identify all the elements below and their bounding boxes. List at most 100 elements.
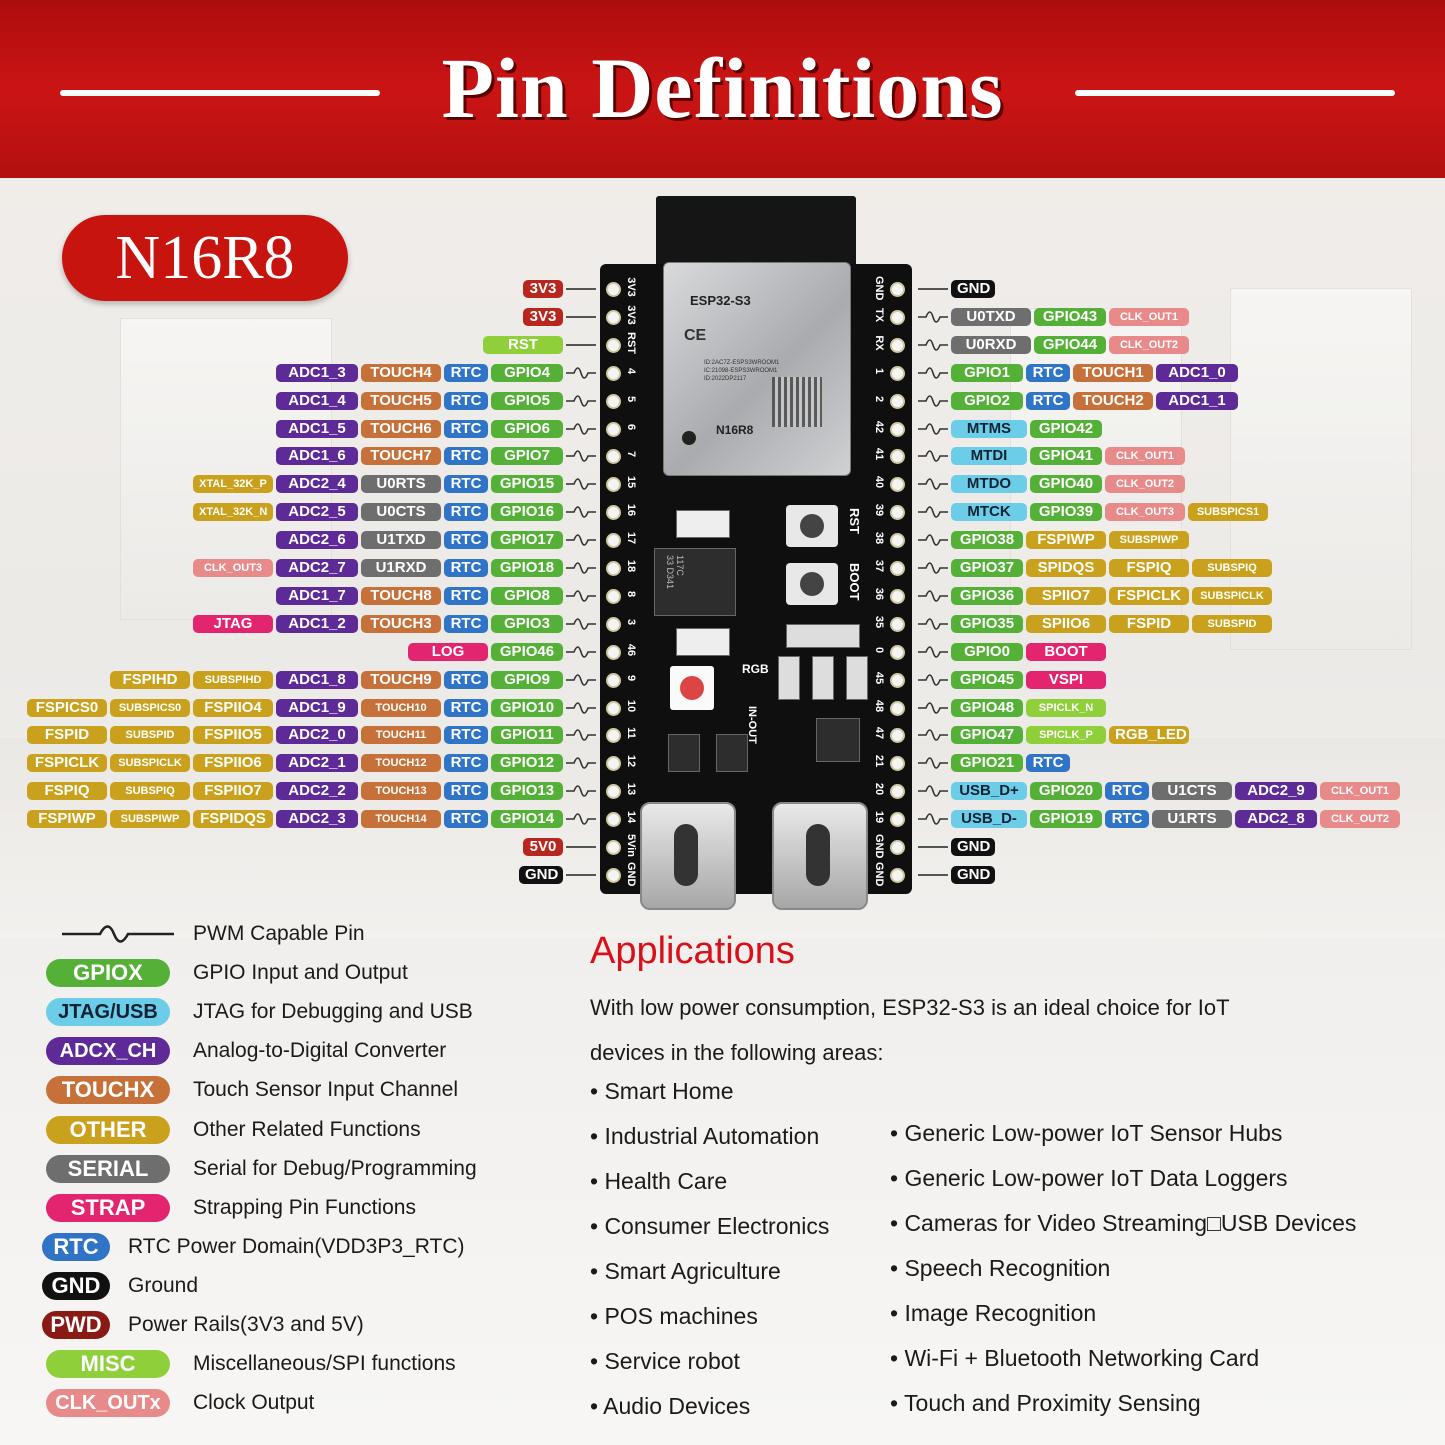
legend-swatch: PWD xyxy=(42,1311,110,1339)
other-tag: FSPIIO6 xyxy=(193,754,273,773)
header-banner: Pin Definitions xyxy=(0,0,1445,178)
gpio-tag: GPIO7 xyxy=(491,447,563,466)
other-tag: SUBSPICLK xyxy=(1192,586,1272,605)
pin-hole xyxy=(606,867,621,883)
module-name: ESP32-S3 xyxy=(690,293,751,308)
pin-hole xyxy=(890,505,905,521)
gpio-tag: GPIO19 xyxy=(1030,810,1102,829)
other-tag: RGB_LED xyxy=(1109,726,1189,745)
pwm-icon xyxy=(566,729,596,742)
left-pin-row: 3V3 xyxy=(523,307,596,327)
pwm-icon xyxy=(566,673,596,686)
gpio-tag: GPIO4 xyxy=(491,363,563,382)
pin-number: GND xyxy=(873,861,885,887)
pin-hole xyxy=(606,840,621,855)
other-tag: XTAL_32K_P xyxy=(193,475,273,494)
rtc-tag: RTC xyxy=(444,531,488,550)
pin-number: 1 xyxy=(873,367,885,374)
rtc-tag: RTC xyxy=(444,363,488,382)
pin-hole xyxy=(606,393,621,409)
legend-description: Miscellaneous/SPI functions xyxy=(193,1352,456,1376)
regulator-line: 117C xyxy=(675,555,685,576)
gpio-tag: GPIO14 xyxy=(491,810,563,829)
pin-number: 46 xyxy=(625,643,637,656)
adc-tag: ADC1_7 xyxy=(276,586,358,605)
rtc-tag: RTC xyxy=(444,419,488,438)
other-tag: FSPIQ xyxy=(1109,559,1189,577)
pin-number: 18 xyxy=(625,559,637,573)
rtc-tag: RTC xyxy=(1026,363,1070,382)
pin-lead xyxy=(918,873,948,876)
other-tag: SUBSPIHD xyxy=(193,670,273,689)
gpio-tag: GPIO3 xyxy=(491,614,563,633)
other-tag: SPIIO7 xyxy=(1026,586,1106,605)
touch-tag: TOUCH6 xyxy=(361,419,441,438)
pwr-tag: 3V3 xyxy=(523,280,563,298)
pwm-icon xyxy=(918,394,948,407)
pin-number: 0 xyxy=(873,646,885,653)
touch-tag: TOUCH9 xyxy=(361,670,441,689)
rtc-tag: RTC xyxy=(444,559,488,577)
pin-lead xyxy=(566,288,596,290)
serial-tag: U1CTS xyxy=(1152,782,1232,801)
pin-number: 47 xyxy=(873,727,885,740)
gpio-tag: GPIO11 xyxy=(491,726,563,745)
legend-swatch: TOUCHX xyxy=(46,1076,170,1105)
legend-description: Strapping Pin Functions xyxy=(193,1195,416,1219)
adc-tag: ADC1_2 xyxy=(276,614,358,633)
pwm-icon xyxy=(566,366,596,379)
other-tag: FSPIDQS xyxy=(193,810,273,829)
pin-number: 3V3 xyxy=(625,277,637,297)
usb-c-port-left[interactable] xyxy=(640,802,736,910)
application-item: • Touch and Proximity Sensing xyxy=(890,1390,1201,1416)
pin-number: 12 xyxy=(625,755,637,768)
ce-mark: CE xyxy=(684,327,707,344)
regulator-line: 33 D341 xyxy=(665,555,675,590)
right-pin-row: GND xyxy=(918,279,995,299)
usb-c-port-right[interactable] xyxy=(772,802,868,910)
pwm-icon xyxy=(566,617,596,630)
clk-tag: CLK_OUT3 xyxy=(1105,503,1185,522)
pwm-icon xyxy=(918,450,948,463)
pin-number: 6 xyxy=(625,423,637,430)
boot-button[interactable] xyxy=(786,563,838,605)
legend-description: JTAG for Debugging and USB xyxy=(193,1000,473,1024)
legend-swatch: RTC xyxy=(42,1232,110,1261)
pwm-icon xyxy=(918,729,948,742)
serial-tag: U0TXD xyxy=(951,307,1031,326)
header-rule-right xyxy=(1075,90,1395,96)
jtag-tag: USB_D+ xyxy=(951,782,1027,801)
pin-hole xyxy=(890,784,905,800)
serial-tag: U0RXD xyxy=(951,335,1031,354)
gpio-tag: GPIO45 xyxy=(951,670,1023,689)
pin-lead xyxy=(918,846,948,848)
reset-button[interactable] xyxy=(786,505,838,547)
legend-swatch: GND xyxy=(42,1271,110,1300)
silk-in-out: IN-OUT xyxy=(746,706,758,744)
jtag-tag: MTCK xyxy=(951,503,1027,522)
pin-hole xyxy=(890,756,905,772)
intro-line: With low power consumption, ESP32-S3 is … xyxy=(590,995,1230,1020)
gpio-tag: GPIO46 xyxy=(491,642,563,661)
silk-rgb: RGB xyxy=(742,662,769,676)
silk-rst: RST xyxy=(847,508,862,534)
gpio-tag: GPIO18 xyxy=(491,559,563,577)
pin-number: 8 xyxy=(625,590,637,597)
jtag-tag: MTMS xyxy=(951,419,1027,438)
smd-component xyxy=(676,628,730,656)
pin-hole xyxy=(890,867,905,883)
rtc-tag: RTC xyxy=(444,391,488,410)
legend-description: Ground xyxy=(128,1273,199,1297)
other-tag: XTAL_32K_N xyxy=(193,503,273,522)
pwm-icon xyxy=(918,617,948,630)
legend-swatch: STRAP xyxy=(46,1193,170,1222)
gpio-tag: GPIO15 xyxy=(491,475,563,494)
pwm-icon xyxy=(566,813,596,825)
pin-lead xyxy=(566,315,596,318)
